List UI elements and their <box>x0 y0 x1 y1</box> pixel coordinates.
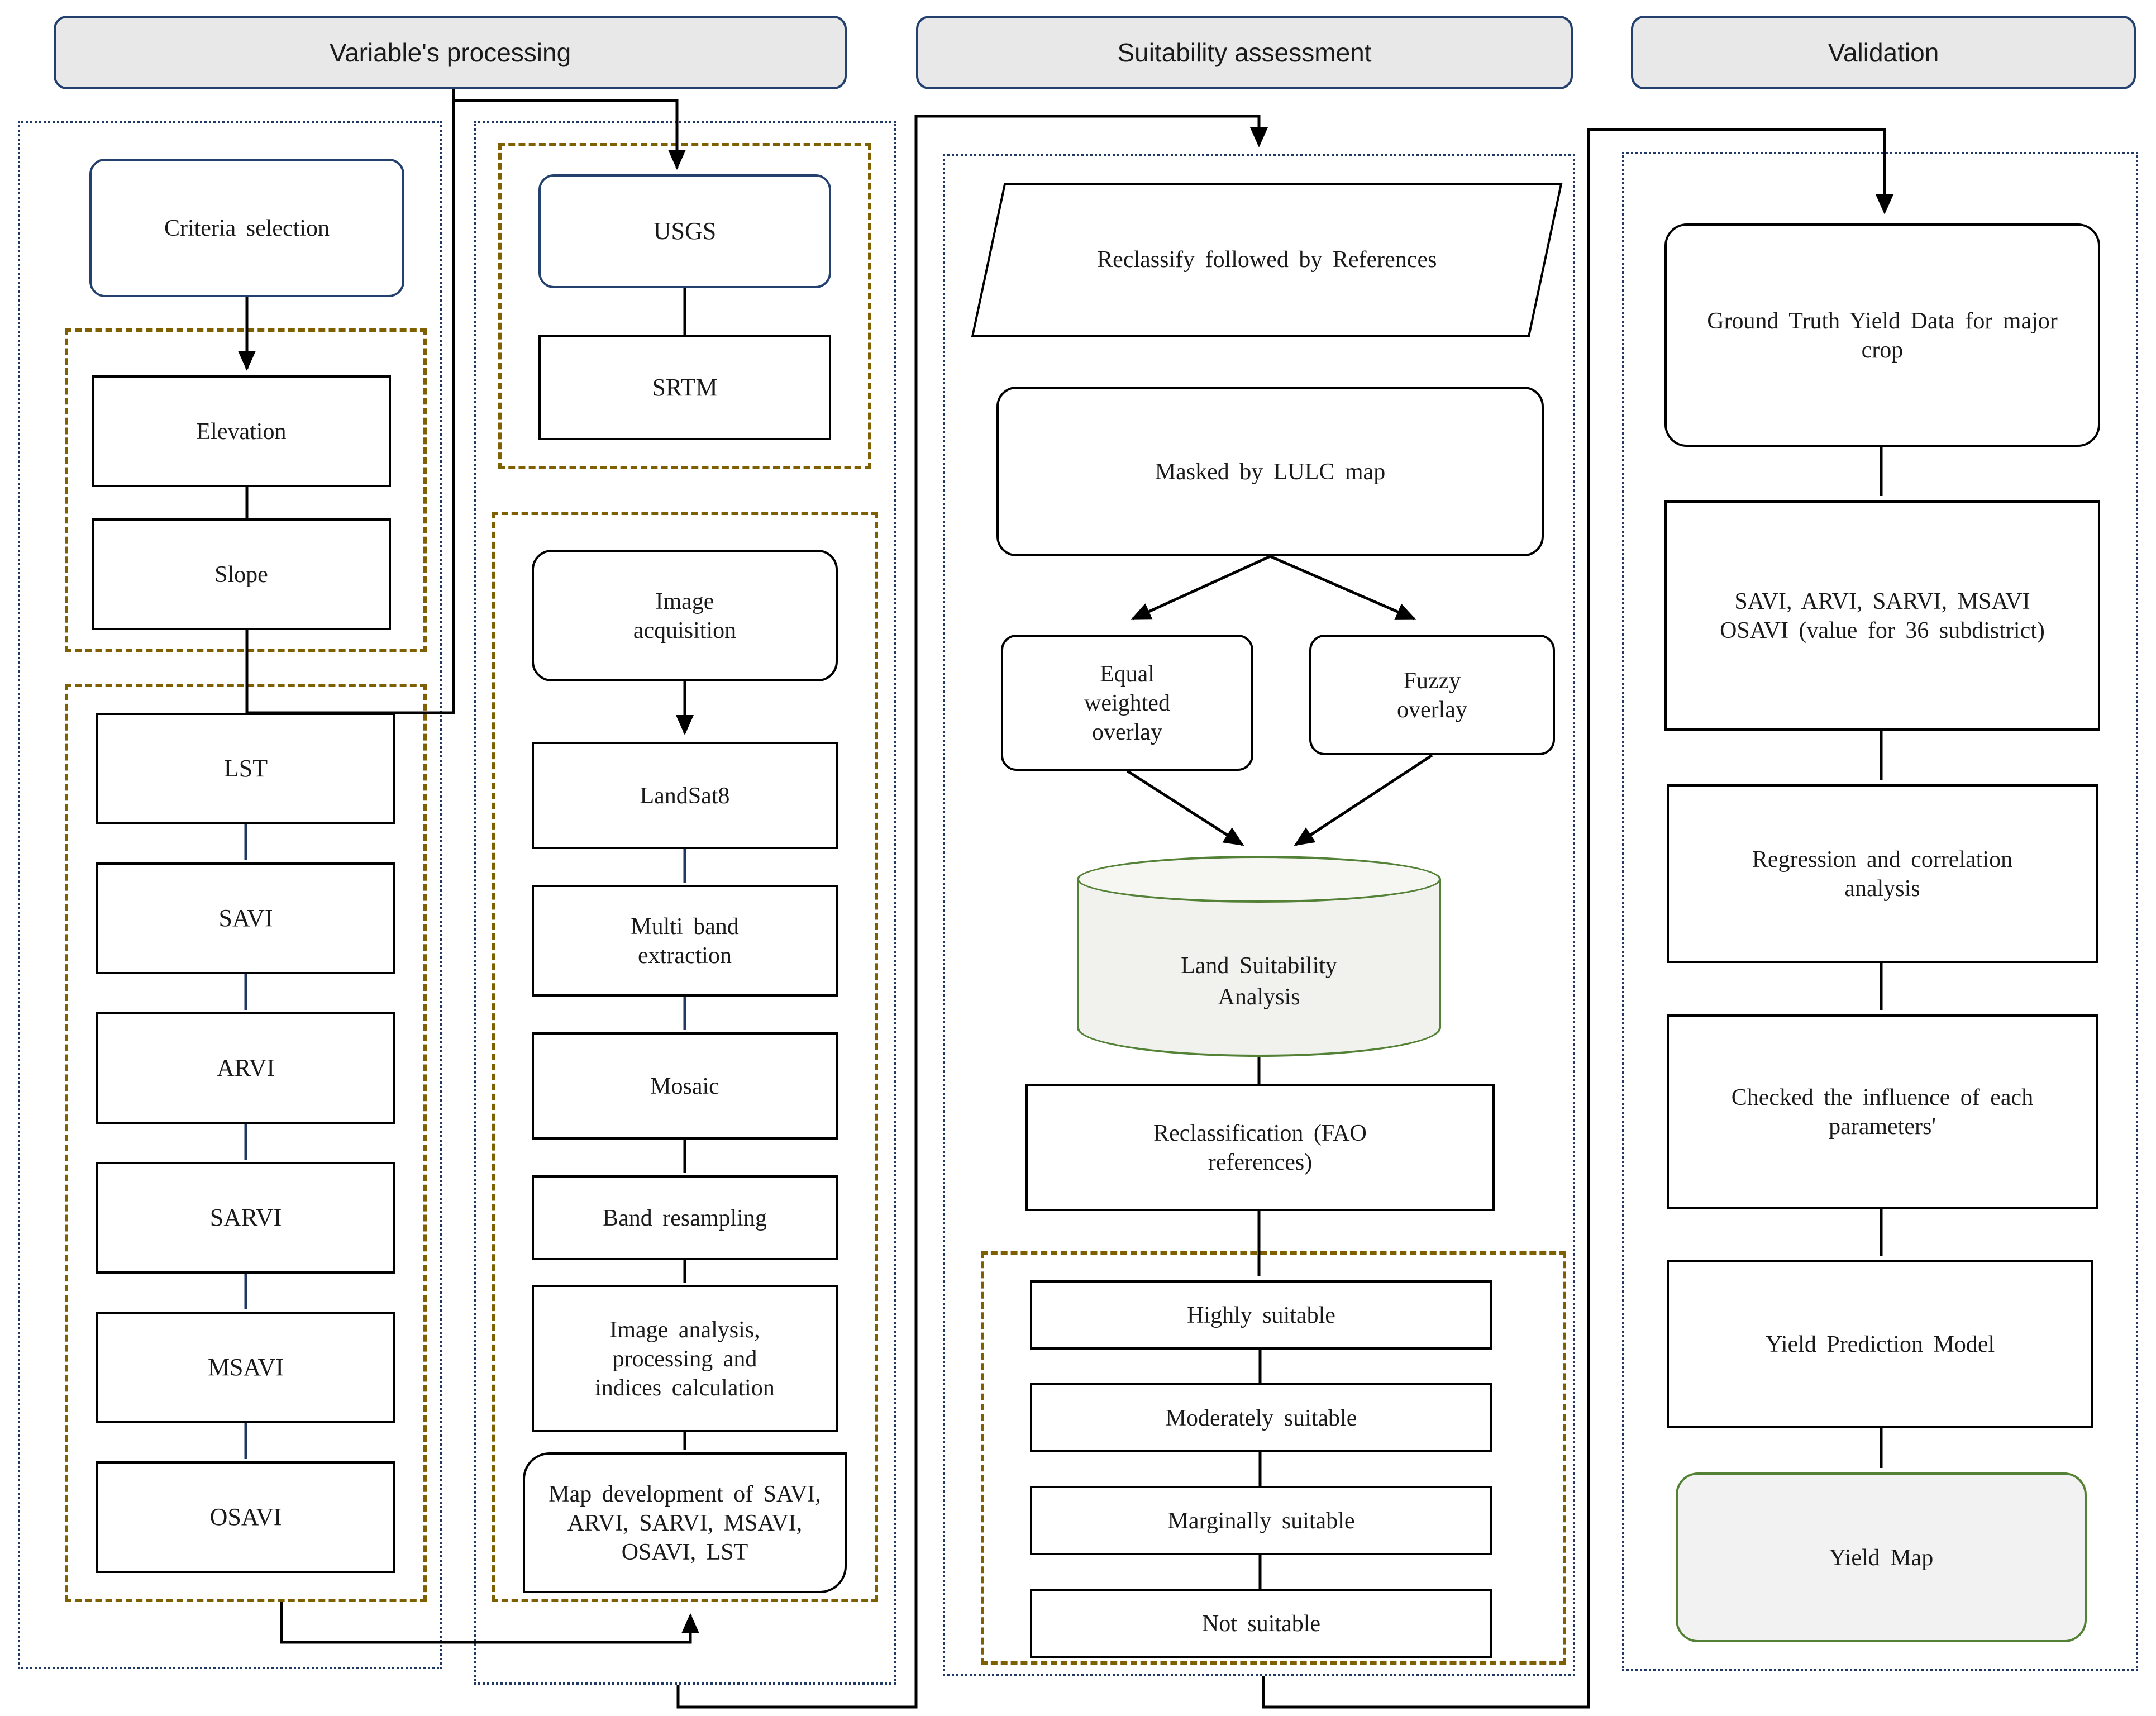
node-usgs: USGS <box>538 174 831 288</box>
node-msavi: MSAVI <box>96 1312 395 1423</box>
node-lst: LST <box>96 713 395 824</box>
node-elevation: Elevation <box>92 375 391 487</box>
node-indices-values-label: SAVI, ARVI, SARVI, MSAVI OSAVI (value fo… <box>1720 587 2045 644</box>
node-fuzzy-overlay: Fuzzy overlay <box>1309 635 1555 755</box>
node-image-analysis-label: Image analysis, processing and indices c… <box>595 1315 775 1402</box>
node-regression-label: Regression and correlation analysis <box>1752 845 2013 902</box>
node-band-resampling: Band resampling <box>532 1175 838 1260</box>
header-suitability-assessment: Suitability assessment <box>916 16 1573 89</box>
node-highly-suitable: Highly suitable <box>1030 1280 1492 1350</box>
group-image-processing <box>492 512 878 1602</box>
node-yield-map: Yield Map <box>1676 1472 2087 1642</box>
container-criteria-column <box>18 121 442 1669</box>
node-equal-weighted-overlay: Equal weighted overlay <box>1001 635 1253 771</box>
node-reclassify-references: Reclassify followed by References <box>971 183 1563 337</box>
node-multi-band-extraction: Multi band extraction <box>532 885 838 997</box>
node-landsat8: LandSat8 <box>532 742 838 849</box>
node-checked-influence-label: Checked the influence of each parameters… <box>1731 1083 2034 1140</box>
cylinder-body <box>1077 879 1441 1057</box>
node-mosaic: Mosaic <box>532 1032 838 1140</box>
node-savi: SAVI <box>96 862 395 974</box>
container-acquisition-column <box>474 121 896 1685</box>
header-variables-processing: Variable's processing <box>54 16 847 89</box>
node-srtm: SRTM <box>538 335 831 440</box>
node-arvi: ARVI <box>96 1012 395 1124</box>
node-criteria-selection: Criteria selection <box>89 159 404 297</box>
node-image-analysis: Image analysis, processing and indices c… <box>532 1285 838 1432</box>
node-map-development: Map development of SAVI, ARVI, SARVI, MS… <box>523 1452 847 1593</box>
node-indices-values: SAVI, ARVI, SARVI, MSAVI OSAVI (value fo… <box>1664 500 2100 731</box>
node-not-suitable: Not suitable <box>1030 1589 1492 1658</box>
cylinder-top-ellipse <box>1077 856 1441 903</box>
node-marginally-suitable: Marginally suitable <box>1030 1486 1492 1555</box>
node-image-acquisition: Image acquisition <box>532 550 838 681</box>
node-moderately-suitable: Moderately suitable <box>1030 1383 1492 1452</box>
node-fuzzy-overlay-label: Fuzzy overlay <box>1397 666 1467 723</box>
node-ground-truth-label: Ground Truth Yield Data for major crop <box>1707 307 2058 364</box>
container-suitability-column <box>943 154 1575 1676</box>
node-ground-truth: Ground Truth Yield Data for major crop <box>1664 223 2100 447</box>
node-checked-influence: Checked the influence of each parameters… <box>1667 1014 2098 1209</box>
node-reclassification-fao: Reclassification (FAO references) <box>1025 1084 1495 1211</box>
node-map-development-label: Map development of SAVI, ARVI, SARVI, MS… <box>548 1480 821 1566</box>
node-image-acquisition-label: Image acquisition <box>633 587 737 644</box>
node-multi-band-label: Multi band extraction <box>631 912 739 969</box>
node-regression-correlation: Regression and correlation analysis <box>1667 784 2098 963</box>
node-masked-lulc: Masked by LULC map <box>996 387 1544 556</box>
container-validation-column <box>1622 152 2138 1671</box>
node-sarvi: SARVI <box>96 1162 395 1274</box>
node-equal-weighted-overlay-label: Equal weighted overlay <box>1084 660 1170 746</box>
node-osavi: OSAVI <box>96 1461 395 1573</box>
group-suitability-classes <box>981 1251 1566 1665</box>
node-reclassify-references-label: Reclassify followed by References <box>1096 246 1437 273</box>
node-reclassification-fao-label: Reclassification (FAO references) <box>1153 1119 1367 1176</box>
node-slope: Slope <box>92 518 391 630</box>
group-usgs-srtm <box>498 143 871 469</box>
node-land-suitability-analysis: Land Suitability Analysis <box>1077 856 1441 1057</box>
header-validation: Validation <box>1631 16 2136 89</box>
node-land-suitability-label: Land Suitability Analysis <box>1181 951 1337 1010</box>
node-yield-prediction-model: Yield Prediction Model <box>1667 1260 2093 1428</box>
